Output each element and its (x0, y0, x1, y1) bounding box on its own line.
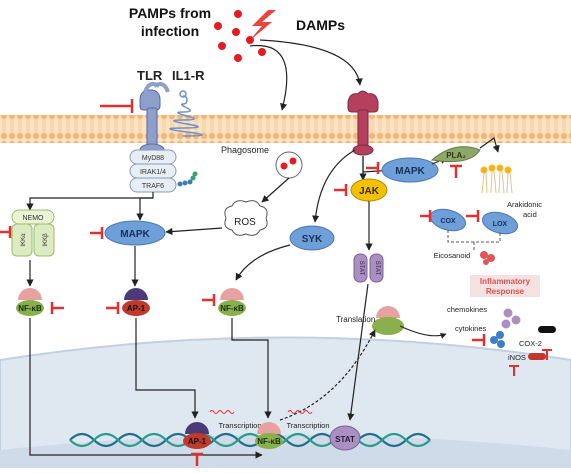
il1r-label: IL1-R (172, 68, 205, 83)
pla2-node (430, 146, 481, 163)
cox2-inhibitor (542, 349, 552, 360)
ikkb-label: IKKβ (43, 233, 49, 247)
phagosome (275, 151, 303, 179)
nfkb-left-label: NF-κB (18, 304, 42, 313)
mapk-right-label: MAPK (395, 166, 425, 177)
inos-icon (528, 353, 546, 360)
ikk-inhibitor (0, 226, 12, 238)
cox-label: COX (440, 218, 456, 225)
cox-lox-inhibitors (420, 210, 480, 222)
mapk-right-node (381, 157, 439, 183)
stat-b-label: STAT (374, 261, 380, 276)
mapk-left-label: MAPK (120, 229, 150, 240)
eicosanoid-icon (480, 251, 495, 265)
arachidonic-label-line2: acid (523, 210, 537, 219)
pla2-inhibitor (450, 164, 462, 178)
tlr-label: TLR (137, 68, 163, 83)
cox2-label: COX-2 (519, 339, 542, 348)
nucleus-inner (0, 435, 571, 468)
inflammatory-label-line2: Response (486, 287, 525, 296)
syk-node (289, 225, 335, 251)
nfkb-middle-inhibitor (202, 294, 216, 306)
cytokine-inhibitor (472, 334, 486, 346)
ikka-label: IKKα (21, 233, 27, 247)
arachidonic-label-line1: Arakidonic (507, 200, 542, 209)
stat-a-label: STAT (358, 261, 364, 276)
chemokines-icon (501, 308, 521, 329)
syk-label: SYK (302, 234, 323, 245)
nucleus (0, 336, 571, 469)
nfkb-nuclear (255, 422, 283, 449)
nfkb-left-inhibitor (50, 302, 64, 314)
nemo-label: NEMO (23, 215, 45, 222)
pla2-label: PLA₂ (446, 151, 466, 160)
transcription-label-2: Transcription (286, 421, 329, 430)
arachidonic-acid-icon (480, 164, 513, 194)
ap1-nuclear-label: AP-1 (188, 437, 207, 446)
cytokines-label: cytokines (455, 324, 487, 333)
pamps-label-line1: PAMPs from (129, 5, 211, 21)
eicosanoid-label: Eicosanoid (434, 251, 471, 260)
inos-label: iNOS (508, 353, 526, 362)
transcription-label-1: Transcription (218, 421, 261, 430)
ubiquitin-chain (177, 171, 198, 187)
jak-inhibitor (334, 184, 348, 196)
ap1-nuclear (183, 422, 211, 449)
irak-label: IRAK1/4 (140, 169, 166, 176)
stat-dimer (353, 253, 384, 283)
inos-inhibitor (509, 365, 519, 376)
lightning-icon (248, 10, 276, 42)
ribosome-icon (372, 306, 404, 335)
ap1-nuclear-inhibitor (191, 452, 203, 466)
damps-label: DAMPs (296, 17, 345, 33)
chemokines-label: chemokines (447, 305, 487, 314)
myd88-label: MyD88 (142, 155, 164, 162)
nfkb-left (16, 288, 44, 316)
mapk-left-node (104, 220, 166, 246)
pamps-label-line2: infection (141, 23, 199, 39)
traf6-label: TRAF6 (142, 183, 164, 190)
cell-membrane (0, 115, 571, 143)
tlr-inhibitor (100, 99, 134, 113)
nfkb-middle (218, 288, 246, 316)
mapk-right-inhibitor (366, 162, 380, 174)
adaptor-stack (129, 149, 177, 193)
stat-nuclear-label: STAT (335, 435, 355, 444)
ap1-left (122, 288, 150, 316)
phagosome-label: Phagosome (221, 145, 269, 155)
ros-cloud (224, 200, 268, 236)
dna-helix (69, 432, 431, 448)
ros-label: ROS (234, 217, 256, 228)
nfkb-middle-label: NF-κB (220, 304, 244, 313)
cox2-icon (538, 326, 556, 333)
ap1-left-label: AP-1 (127, 304, 146, 313)
lox-label: LOX (493, 221, 508, 228)
inflammatory-label-line1: Inflammatory (480, 277, 531, 286)
cytokines-icon (490, 331, 505, 348)
jak-label: JAK (359, 186, 380, 197)
ikk-complex (11, 209, 55, 257)
translation-label: Translation (336, 315, 375, 324)
damp-particles (214, 10, 266, 62)
lox-node (481, 211, 519, 235)
inflammatory-response-box (470, 275, 540, 297)
ap1-left-inhibitor (106, 302, 120, 314)
mapk-left-inhibitor (90, 227, 104, 239)
nfkb-nuclear-label: NF-κB (257, 437, 281, 446)
il1r-receptor (169, 90, 203, 137)
damp-receptor (347, 90, 379, 156)
stat-nuclear (329, 425, 361, 451)
mrna-squiggles (209, 410, 313, 414)
